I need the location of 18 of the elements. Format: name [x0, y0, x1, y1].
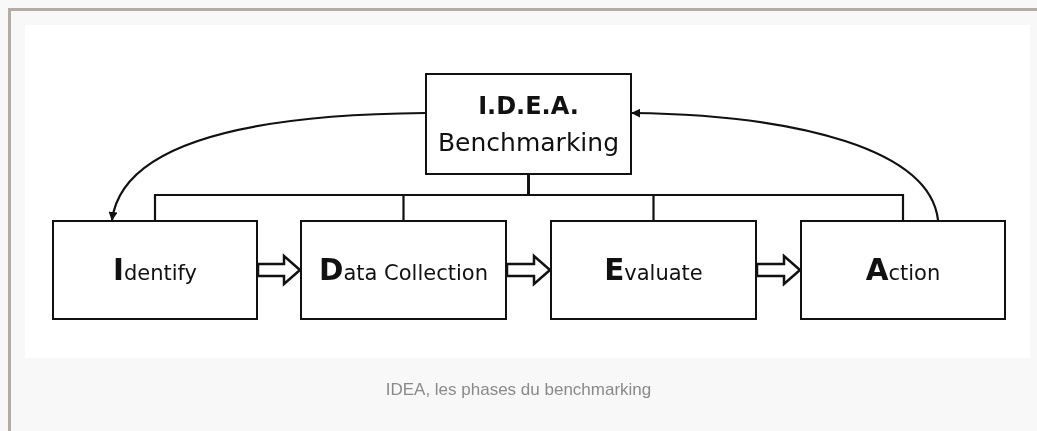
block-arrow: [755, 253, 802, 287]
curved-arrow: [631, 108, 940, 221]
box-label: Evaluate: [604, 251, 703, 289]
process-box: [550, 220, 757, 320]
figure-caption: IDEA, les phases du benchmarking: [385, 380, 652, 399]
box-label: Benchmarking: [437, 127, 620, 157]
process-box: [52, 220, 258, 320]
tree-connector: [527, 175, 905, 220]
process-box: [300, 220, 507, 320]
box-heading: I.D.E.A.: [478, 91, 579, 120]
process-box: [800, 220, 1006, 320]
box-label: Identify: [113, 251, 197, 289]
curved-arrow: [109, 111, 426, 221]
box-label: Data Collection: [319, 251, 488, 289]
block-arrow: [256, 253, 302, 287]
process-box: [425, 73, 632, 175]
block-arrow: [505, 253, 552, 287]
box-label: Action: [865, 251, 941, 289]
